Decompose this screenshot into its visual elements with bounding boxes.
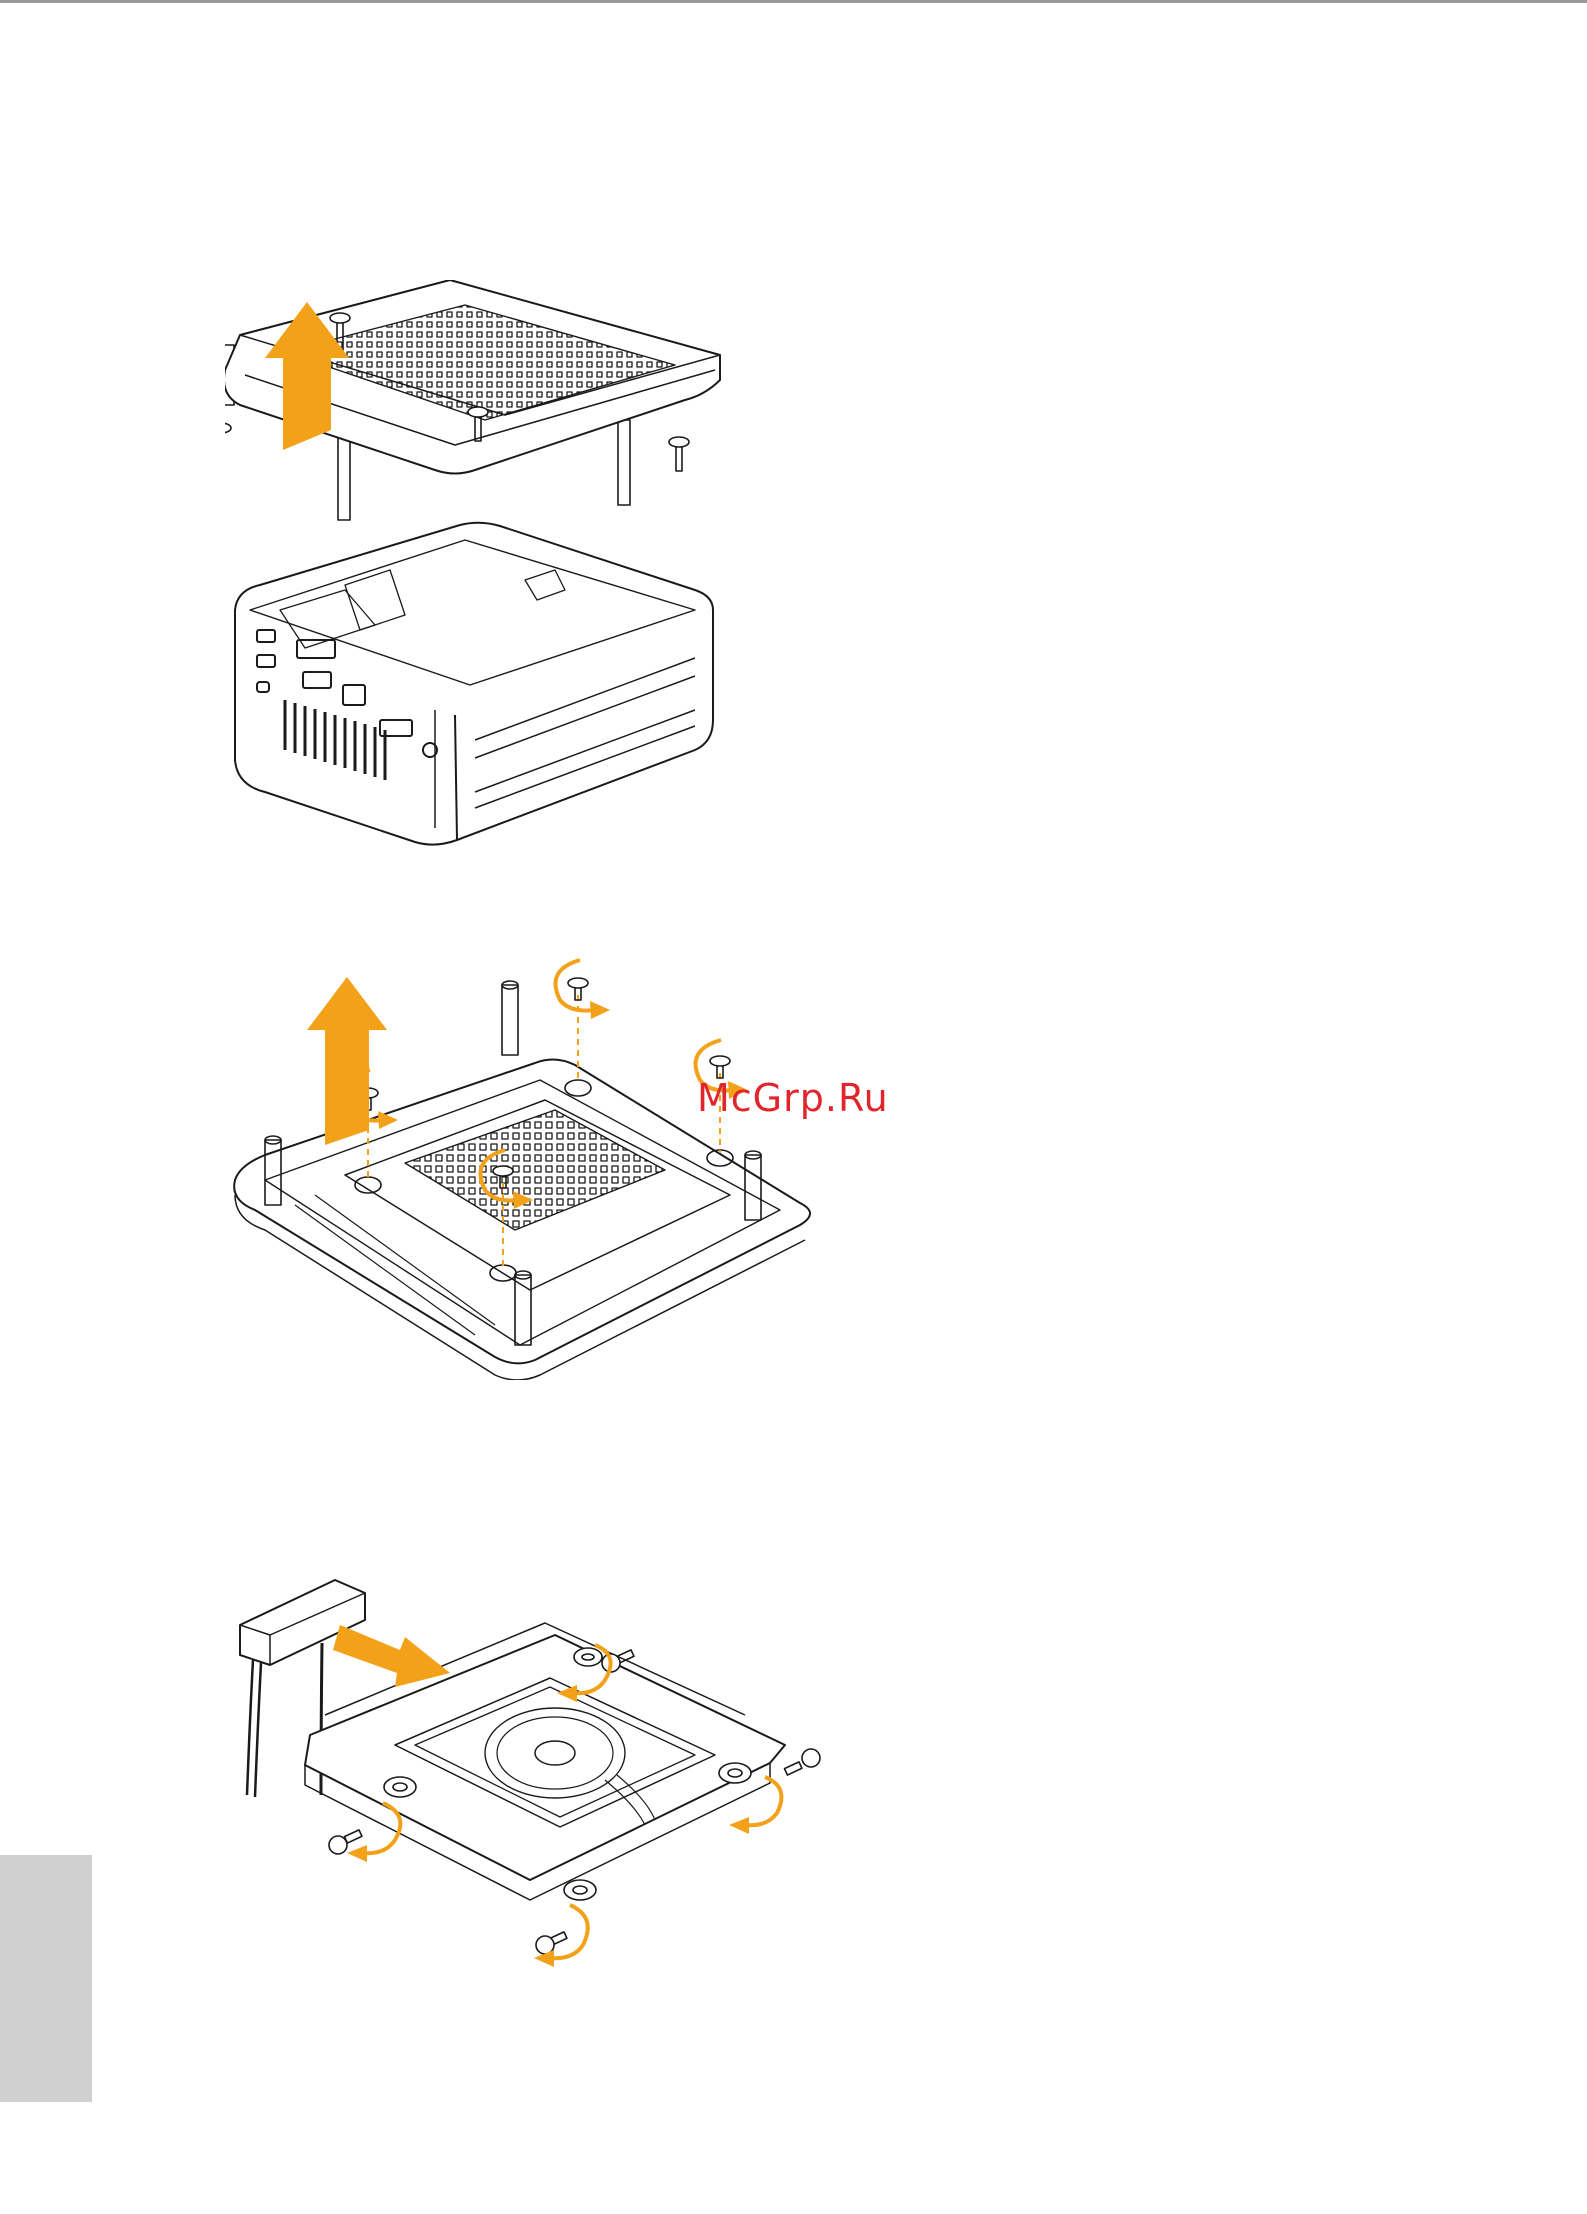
right-arrow-icon xyxy=(333,1625,450,1687)
figure-remove-bracket-screws xyxy=(225,955,825,1380)
figure-attach-drive-bracket xyxy=(225,1555,835,1995)
side-tab xyxy=(0,1855,92,2102)
figure-lift-bottom-cover xyxy=(225,280,735,850)
top-rule xyxy=(0,0,1587,3)
chassis xyxy=(235,523,713,845)
watermark-text: McGrp.Ru xyxy=(697,1076,889,1120)
